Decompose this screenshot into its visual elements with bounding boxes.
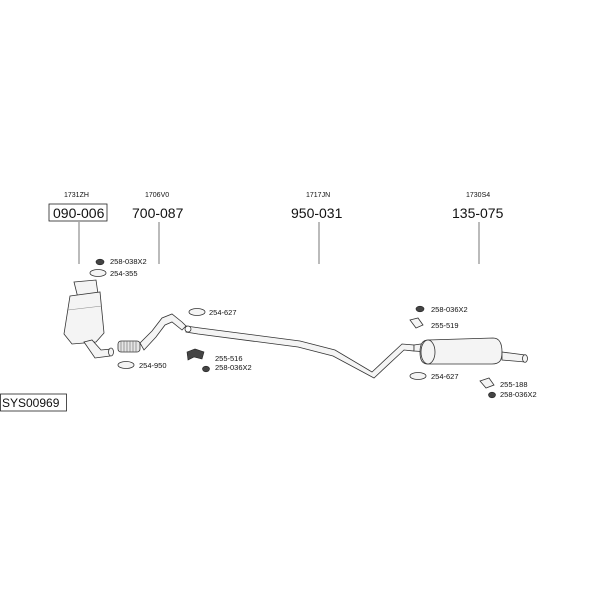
clamp-icon [89,269,107,277]
accessory-label: 255-516 [215,354,243,363]
rubber-mount-icon [95,258,105,266]
part-number[interactable]: 700-087 [132,205,184,221]
rubber-mount-icon [202,365,210,373]
clamp-icon [188,308,206,316]
system-code-label: SYS00969 [2,396,60,410]
catalytic-converter[interactable] [63,279,114,359]
accessory-clamp-group-left[interactable]: 258-038X2 254-355 [89,257,147,278]
group-1717jn[interactable]: 1717JN 950-031 [291,192,343,264]
accessory-254-627-left[interactable]: 254-627 [188,308,237,317]
muffler-end-cap [420,339,436,365]
rubber-mount-icon [488,391,496,399]
part-number[interactable]: 090-006 [53,205,105,221]
accessory-rear-bottom[interactable]: 255-188 258-036X2 [479,377,537,399]
muffler-body [419,337,503,365]
tailpipe [501,351,526,363]
front-pipe-bend [139,313,187,351]
group-1706v0[interactable]: 1706V0 700-087 [132,192,184,264]
group-1731zh[interactable]: 1731ZH 090-006 [48,192,108,264]
converter-body [63,291,105,345]
accessory-label: 254-627 [209,308,237,317]
accessory-label: 254-355 [110,269,138,278]
group-ref-label: 1731ZH [64,192,89,199]
flex-joint [117,340,141,353]
pipe-end [184,325,192,333]
accessory-label: 258-036X2 [500,390,537,399]
group-ref-label: 1706V0 [145,192,169,199]
accessory-label: 258-036X2 [215,363,252,372]
part-number-box [48,203,108,222]
accessory-254-950[interactable]: 254-950 [117,361,167,370]
hanger-icon [409,317,424,329]
system-code: SYS00969 [0,393,67,412]
hanger-icon [479,377,495,389]
part-number[interactable]: 135-075 [452,205,504,221]
rubber-mount-icon [415,305,425,313]
clamp-icon [409,372,427,380]
clamp-icon [117,361,135,369]
accessory-label: 255-519 [431,321,459,330]
group-ref-label: 1730S4 [466,192,490,199]
group-1730s4[interactable]: 1730S4 135-075 [452,192,504,264]
group-ref-label: 1717JN [306,192,330,199]
accessory-label: 254-627 [431,372,459,381]
converter-seam [67,305,103,311]
accessory-254-627-right[interactable]: 254-627 [409,372,459,381]
part-number[interactable]: 950-031 [291,205,343,221]
accessory-label: 255-188 [500,380,528,389]
accessory-label: 258-038X2 [110,257,147,266]
accessory-label: 254-950 [139,361,167,370]
accessory-hanger-center[interactable]: 255-516 258-036X2 [186,348,252,373]
rear-muffler[interactable] [413,337,528,365]
flex-corrugation [120,341,137,352]
accessory-rear-top[interactable]: 258-036X2 255-519 [409,305,468,330]
hanger-icon [186,348,205,361]
converter-outlet-pipe [83,339,113,359]
accessory-label: 258-036X2 [431,305,468,314]
tailpipe-tip [522,354,528,363]
outlet-flange [108,347,114,357]
system-code-box [0,393,67,412]
front-pipe[interactable] [117,313,187,353]
